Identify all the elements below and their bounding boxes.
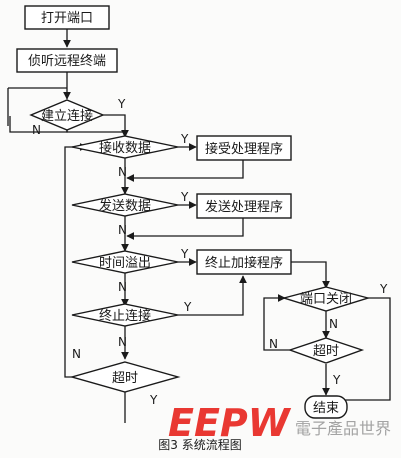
decision-connect-label: 建立连接 [41,108,93,124]
decision-recv: 接收数据 [71,135,179,159]
branch-recv-yes: Y [180,132,189,146]
branch-labels: Y N Y N Y N Y N Y N Y N N Y N Y [32,97,388,407]
node-recv-proc: 接受处理程序 [196,135,292,161]
eepw-logo: EEPW [168,401,292,445]
decision-port-closed: 端口关闭 [281,286,371,312]
edge-sendproc-return [126,218,244,240]
branch-recv-no: N [118,165,127,179]
branch-timeout2-no: N [269,337,278,351]
edge-connect-right [103,114,126,132]
node-open-port: 打开端口 [24,5,110,30]
branch-timeout3-no: N [72,347,81,361]
branch-timeout-yes: Y [180,247,189,261]
edge-recvproc-return [126,160,244,182]
branch-timeout3-yes: Y [149,393,158,407]
node-open-port-label: 打开端口 [41,11,93,26]
node-send-proc: 发送处理程序 [196,193,292,219]
decision-timeout-label: 时间溢出 [99,256,151,271]
node-end: 结束 [304,395,348,419]
decision-timeout: 时间溢出 [71,250,179,274]
decision-connect: 建立连接 [29,99,105,131]
node-end-label: 结束 [313,401,339,416]
edge-stopconn-yes [178,275,247,316]
figure-caption: 图3 系统流程图 [158,437,241,452]
decision-port-closed-label: 端口关闭 [300,292,352,307]
connectors [7,29,391,423]
node-stop-proc: 终止加接程序 [196,249,292,275]
decision-stop-conn-label: 终止连接 [99,308,151,324]
branch-stopconn-yes: Y [183,300,192,314]
branch-timeout2-yes: Y [332,373,341,387]
node-listen: 侦听远程终端 [16,48,118,73]
decision-timeout3-label: 超时 [112,371,138,386]
branch-stopconn-no: N [118,335,127,349]
edge-stopproc-to-portclosed [290,261,330,289]
edge-portclosed-yes [340,297,391,401]
eepw-watermark: EEPW 電子產品世界 [168,401,391,445]
decision-send-label: 发送数据 [99,198,151,214]
node-stop-proc-label: 终止加接程序 [205,255,283,271]
node-recv-proc-label: 接受处理程序 [205,141,283,157]
decision-recv-label: 接收数据 [99,140,151,156]
node-send-proc-label: 发送处理程序 [205,199,283,215]
branch-timeout-no: N [118,280,127,294]
node-listen-label: 侦听远程终端 [28,53,106,69]
branch-portclosed-no: N [329,317,338,331]
decision-timeout3: 超时 [69,361,181,393]
branch-connect-yes: Y [117,97,126,111]
branch-connect-no: N [32,123,41,137]
decision-timeout2: 超时 [287,337,365,364]
edge-timeout2-no-loop [263,294,290,351]
eepw-watermark-text: 電子產品世界 [295,419,391,438]
edge-connect-yes [66,126,129,138]
branch-portclosed-yes: Y [379,282,388,296]
decision-stop-conn: 终止连接 [71,303,179,327]
branch-send-yes: Y [180,190,189,204]
branch-send-no: N [118,223,127,237]
decision-send: 发送数据 [71,193,179,217]
decision-timeout2-label: 超时 [313,344,339,359]
